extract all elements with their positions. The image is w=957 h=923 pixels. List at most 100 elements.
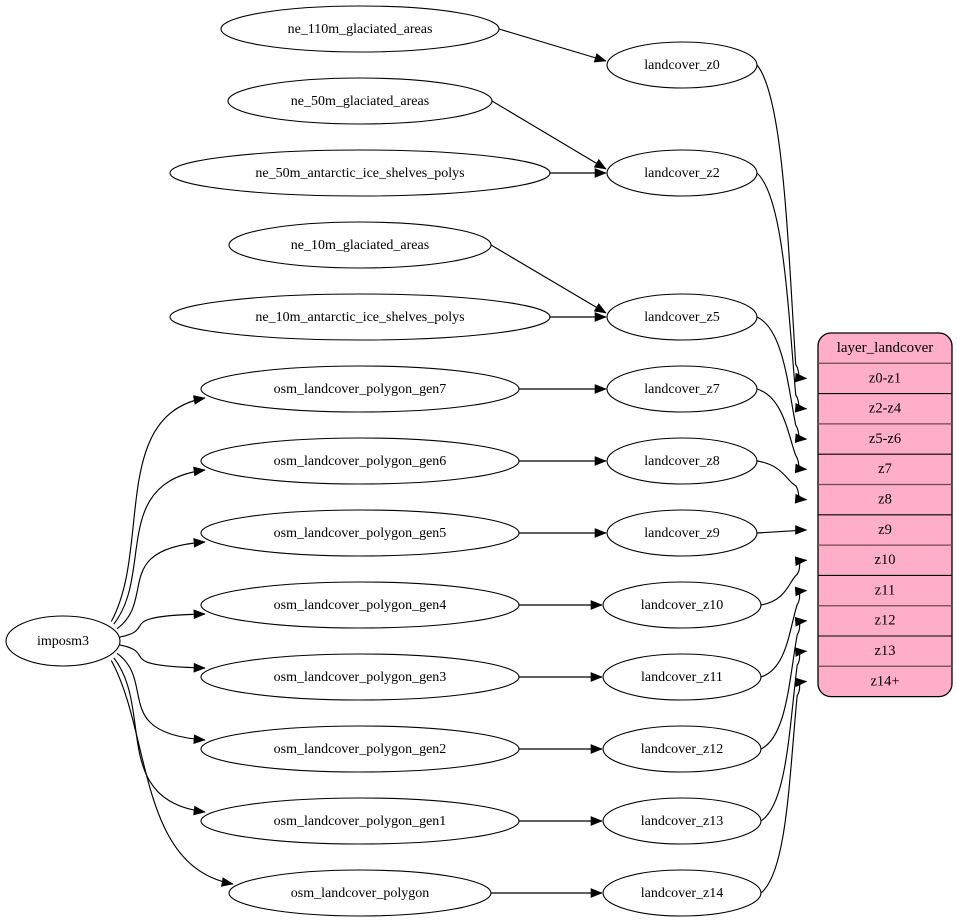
edge-imposm3-to-osm_landcover_polygon_gen1 [113, 657, 206, 813]
osm-source-node-osm_landcover_polygon_gen7[interactable]: osm_landcover_polygon_gen7 [200, 365, 520, 413]
node-shape [227, 77, 493, 125]
node-label: landcover_z5 [644, 310, 719, 325]
edge-arrowhead [594, 384, 607, 394]
edge-arrowhead [794, 403, 808, 413]
ne-source-node-ne_110m_glaciated_areas[interactable]: ne_110m_glaciated_areas [220, 5, 500, 53]
landcover-node-landcover_z10[interactable]: landcover_z10 [602, 581, 762, 629]
node-label: osm_landcover_polygon_gen4 [274, 598, 447, 613]
layer-landcover-table[interactable]: layer_landcover z0-z1 z2-z4 z5-z6 z7 z8 z9 z10 z… [817, 332, 953, 698]
node-label: osm_landcover_polygon_gen2 [274, 742, 447, 757]
node-shape [200, 653, 520, 701]
edge-imposm3-to-osm_landcover_polygon_gen6 [113, 469, 206, 625]
node-shape [606, 509, 758, 557]
node-label: ne_10m_glaciated_areas [291, 238, 429, 253]
edge-arrowhead [794, 586, 808, 597]
layer-table-row-z0-z1[interactable]: z0-z1 [869, 370, 901, 386]
edge-arrowhead [193, 805, 206, 816]
osm-source-node-osm_landcover_polygon_gen3[interactable]: osm_landcover_polygon_gen3 [200, 653, 520, 701]
landcover-node-landcover_z11[interactable]: landcover_z11 [602, 653, 762, 701]
layer-table-row-z12[interactable]: z12 [875, 613, 896, 629]
layer-table-header: layer_landcover [837, 340, 934, 356]
edge-ne_10m_glaciated_areas-to-landcover_z5 [490, 244, 607, 314]
landcover-node-landcover_z12[interactable]: landcover_z12 [602, 725, 762, 773]
layer-table-row-z11[interactable]: z11 [875, 582, 895, 598]
edge-arrowhead [594, 456, 607, 466]
edge-arrowhead [590, 888, 603, 898]
source-node-imposm3[interactable]: imposm3 [5, 615, 121, 667]
osm-source-node-osm_landcover_polygon_gen5[interactable]: osm_landcover_polygon_gen5 [200, 509, 520, 557]
landcover-node-landcover_z0[interactable]: landcover_z0 [606, 41, 758, 89]
node-shape [606, 293, 758, 341]
edge-arrowhead [794, 677, 808, 688]
node-label: osm_landcover_polygon_gen5 [274, 526, 447, 541]
layer-table-row-z7[interactable]: z7 [878, 461, 892, 477]
layer-table-row-z13[interactable]: z13 [875, 643, 896, 659]
node-label: landcover_z10 [641, 598, 723, 613]
ne-source-node-ne_10m_glaciated_areas[interactable]: ne_10m_glaciated_areas [228, 221, 492, 269]
node-shape [602, 869, 762, 917]
edge-arrowhead [794, 372, 808, 383]
node-label: landcover_z0 [644, 58, 719, 73]
edge-landcover_z13-to-layer_landcover-z13 [760, 650, 807, 822]
osm-source-node-osm_landcover_polygon_gen2[interactable]: osm_landcover_polygon_gen2 [200, 725, 520, 773]
node-label: landcover_z9 [644, 526, 719, 541]
edge-ne_110m_glaciated_areas-to-landcover_z0 [498, 28, 607, 62]
layer-table-row-z5-z6[interactable]: z5-z6 [869, 431, 901, 447]
node-layer: imposm3 ne_110m_glaciated_areas ne_50m_gla… [5, 5, 762, 917]
layer-table-row-z2-z4[interactable]: z2-z4 [869, 401, 902, 417]
node-label: landcover_z11 [641, 670, 723, 685]
osm-source-node-osm_landcover_polygon_gen6[interactable]: osm_landcover_polygon_gen6 [200, 437, 520, 485]
ne-source-node-ne_50m_glaciated_areas[interactable]: ne_50m_glaciated_areas [227, 77, 493, 125]
edge-arrowhead [590, 672, 603, 682]
edge-arrowhead [794, 493, 808, 504]
node-shape [200, 725, 520, 773]
node-label: landcover_z2 [644, 166, 719, 181]
node-label: ne_50m_antarctic_ice_shelves_polys [255, 166, 464, 181]
node-label: osm_landcover_polygon [291, 886, 429, 901]
osm-source-node-osm_landcover_polygon[interactable]: osm_landcover_polygon [228, 869, 492, 917]
node-label: osm_landcover_polygon_gen3 [274, 670, 447, 685]
node-shape [169, 149, 551, 197]
landcover-node-landcover_z7[interactable]: landcover_z7 [606, 365, 758, 413]
edge-arrowhead [593, 303, 607, 314]
edge-arrowhead [794, 463, 808, 474]
node-shape [602, 653, 762, 701]
layer-table-row-z10[interactable]: z10 [875, 552, 896, 568]
landcover-node-landcover_z2[interactable]: landcover_z2 [606, 149, 758, 197]
edge-arrowhead [593, 53, 607, 63]
edge-arrowhead [193, 734, 206, 745]
edge-arrowhead [193, 466, 206, 477]
edge-arrowhead [193, 395, 206, 405]
node-label: landcover_z8 [644, 454, 719, 469]
edge-arrowhead [193, 537, 206, 548]
ne-source-node-ne_10m_antarctic_ice_shelves_polys[interactable]: ne_10m_antarctic_ice_shelves_polys [169, 293, 551, 341]
node-shape [228, 869, 492, 917]
landcover-node-landcover_z5[interactable]: landcover_z5 [606, 293, 758, 341]
node-label: landcover_z14 [641, 886, 723, 901]
edge-imposm3-to-osm_landcover_polygon_gen7 [110, 397, 206, 622]
edge-arrowhead [221, 877, 234, 887]
edge-arrowhead [594, 312, 607, 322]
landcover-node-landcover_z14[interactable]: landcover_z14 [602, 869, 762, 917]
layer-table-row-z8[interactable]: z8 [878, 491, 892, 507]
landcover-node-landcover_z8[interactable]: landcover_z8 [606, 437, 758, 485]
osm-source-node-osm_landcover_polygon_gen1[interactable]: osm_landcover_polygon_gen1 [200, 797, 520, 845]
landcover-node-landcover_z9[interactable]: landcover_z9 [606, 509, 758, 557]
node-shape [602, 797, 762, 845]
edge-arrowhead [590, 744, 603, 754]
edge-ne_50m_glaciated_areas-to-landcover_z2 [491, 100, 607, 170]
layer-table-row-z9[interactable]: z9 [878, 522, 892, 538]
osm-source-node-osm_landcover_polygon_gen4[interactable]: osm_landcover_polygon_gen4 [200, 581, 520, 629]
edge-arrowhead [594, 528, 607, 538]
node-shape [200, 365, 520, 413]
layer-table-row-z14+[interactable]: z14+ [870, 673, 899, 689]
node-label: ne_50m_glaciated_areas [291, 94, 429, 109]
node-shape [220, 5, 500, 53]
edge-imposm3-to-osm_landcover_polygon_gen2 [116, 652, 206, 741]
edge-landcover_z0-to-layer_landcover-z0-z1 [756, 64, 807, 380]
edge-imposm3-to-osm_landcover_polygon [110, 660, 234, 885]
edge-imposm3-to-osm_landcover_polygon_gen4 [119, 613, 206, 638]
landcover-node-landcover_z13[interactable]: landcover_z13 [602, 797, 762, 845]
ne-source-node-ne_50m_antarctic_ice_shelves_polys[interactable]: ne_50m_antarctic_ice_shelves_polys [169, 149, 551, 197]
